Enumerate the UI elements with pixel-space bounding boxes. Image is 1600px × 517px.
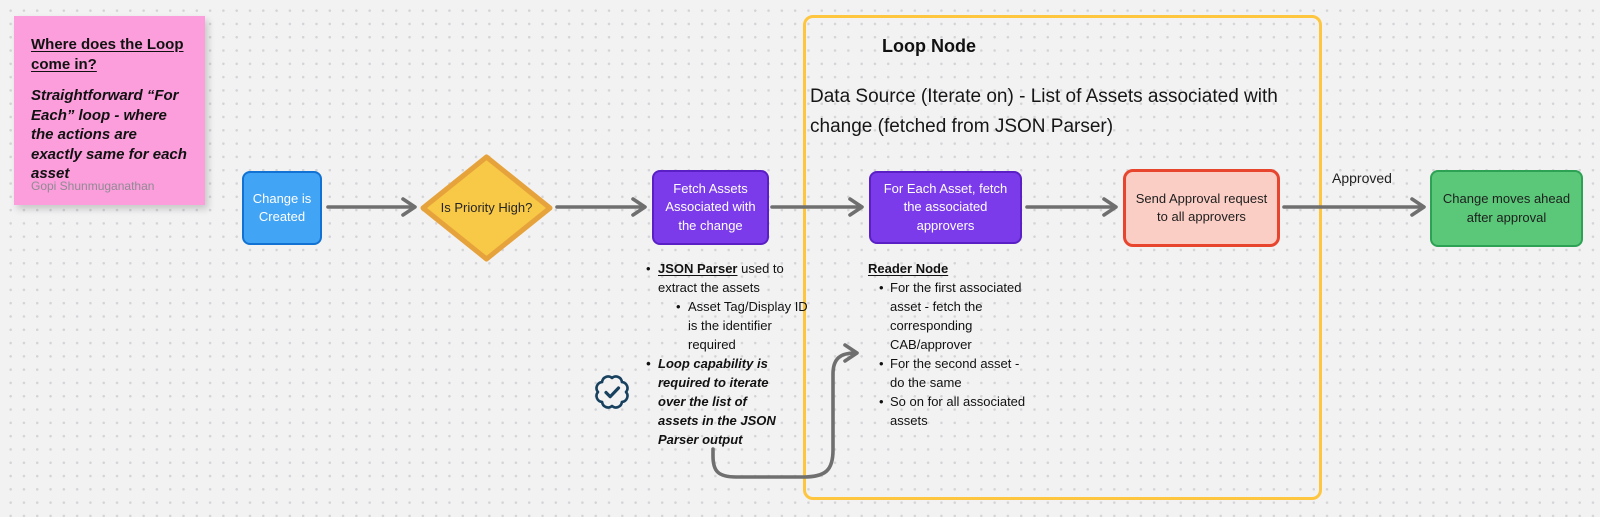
loop-node-title: Loop Node: [882, 36, 976, 56]
diamond-shape: [420, 154, 553, 262]
note-json-parser-term: JSON Parser: [658, 261, 738, 276]
note-json-parser-rest: used to extract the assets: [658, 261, 784, 295]
node-priority-decision-label: Is Priority High?: [440, 199, 533, 215]
edge-label-approved: Approved: [1332, 170, 1392, 186]
loop-node-description: Data Source (Iterate on) - List of Asset…: [810, 86, 1278, 137]
node-change-moves-ahead-label: Change moves ahead after approval: [1442, 191, 1571, 225]
node-priority-decision[interactable]: Is Priority High?: [418, 153, 555, 263]
node-change-created[interactable]: Change is Created: [242, 171, 322, 245]
loop-node-container[interactable]: [803, 15, 1322, 500]
node-change-moves-ahead[interactable]: Change moves ahead after approval: [1430, 170, 1583, 247]
note-json-parser: JSON Parser used to extract the assets A…: [645, 259, 808, 354]
node-for-each-asset-label: For Each Asset, fetch the associated app…: [883, 181, 1008, 233]
node-for-each-asset[interactable]: For Each Asset, fetch the associated app…: [869, 171, 1022, 244]
reader-node-notes[interactable]: Reader Node For the first associated ass…: [868, 259, 1028, 430]
sticky-note-author: Gopi Shunmuganathan: [31, 179, 155, 193]
badge-check-icon[interactable]: [595, 375, 629, 409]
note-asset-tag: Asset Tag/Display ID is the identifier r…: [675, 297, 808, 354]
reader-note-item: For the first associated asset - fetch t…: [878, 278, 1032, 354]
node-send-approval[interactable]: Send Approval request to all approvers: [1123, 169, 1280, 247]
sticky-note-title: Where does the Loop come in?: [31, 36, 184, 73]
node-fetch-assets[interactable]: Fetch Assets Associated with the change: [652, 170, 769, 245]
sticky-note[interactable]: Where does the Loop come in? Straightfor…: [14, 16, 205, 205]
node-change-created-label: Change is Created: [252, 190, 312, 224]
node-fetch-assets-label: Fetch Assets Associated with the change: [665, 181, 756, 233]
fetch-assets-notes[interactable]: JSON Parser used to extract the assets A…: [645, 259, 808, 449]
note-loop-capability: Loop capability is required to iterate o…: [645, 354, 785, 449]
reader-note-item: For the second asset - do the same: [878, 354, 1032, 392]
sticky-note-body: Straightforward “For Each” loop - where …: [31, 87, 187, 182]
node-send-approval-label: Send Approval request to all approvers: [1135, 190, 1268, 224]
badge-check-seal: [595, 375, 629, 409]
reader-node-title: Reader Node: [868, 261, 949, 276]
reader-note-item: So on for all associated assets: [878, 392, 1032, 430]
